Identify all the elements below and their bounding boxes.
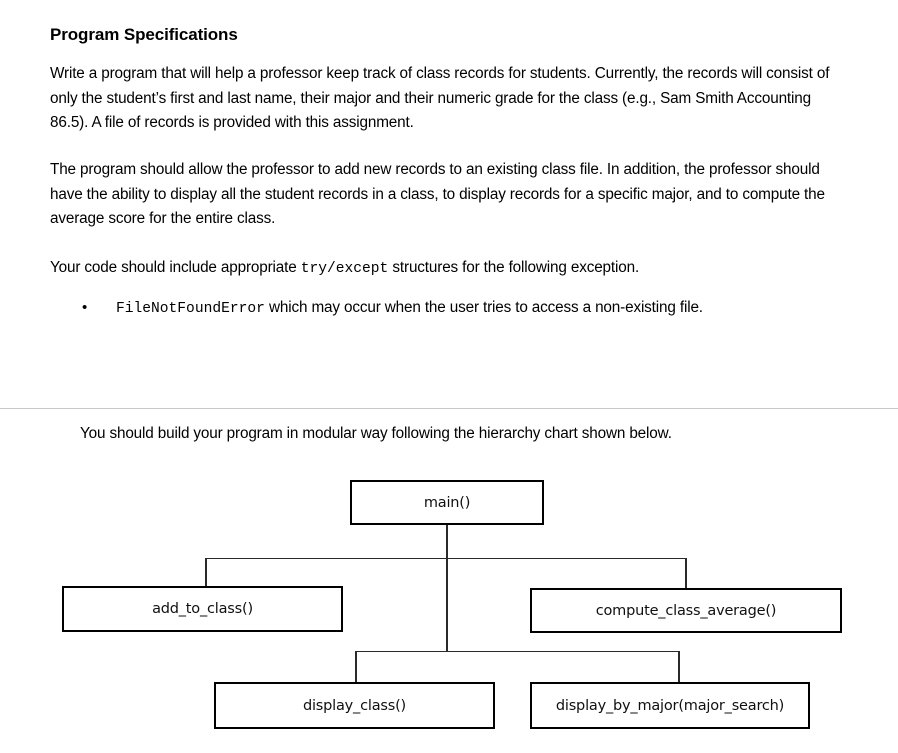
chart-node-add-to-class: add_to_class() [62,586,343,632]
try-except-code: try/except [300,261,389,277]
bullet-content: FileNotFoundError which may occur when t… [116,296,840,321]
edge-add-to-class-drop [205,558,207,586]
edge-level1-bar [205,558,687,560]
chart-node-display-by-major: display_by_major(major_search) [530,682,810,729]
filenotfounderror-code: FileNotFoundError [116,301,265,317]
exception-intro-before: Your code should include appropriate [50,259,301,276]
edge-compute-average-drop [685,558,687,588]
chart-node-display-class: display_class() [214,682,495,729]
edge-level2-bar [355,651,680,653]
edge-display-class-drop [355,651,357,682]
section-divider [0,408,898,409]
paragraph-exception-intro: Your code should include appropriate try… [50,256,840,282]
edge-main-stem [446,525,448,651]
paragraph-requirements: Write a program that will help a profess… [50,65,830,132]
exception-bullet-item: • FileNotFoundError which may occur when… [50,296,840,321]
chart-node-compute-class-average: compute_class_average() [530,588,842,633]
chart-caption: You should build your program in modular… [80,425,672,442]
exception-intro-after: structures for the following exception. [388,259,640,276]
bullet-description: which may occur when the user tries to a… [264,299,703,316]
chart-node-main: main() [350,480,544,525]
page-title: Program Specifications [50,25,238,44]
bullet-point-icon: • [82,299,88,316]
edge-display-by-major-drop [678,651,680,682]
paragraph-features: The program should allow the professor t… [50,161,825,228]
